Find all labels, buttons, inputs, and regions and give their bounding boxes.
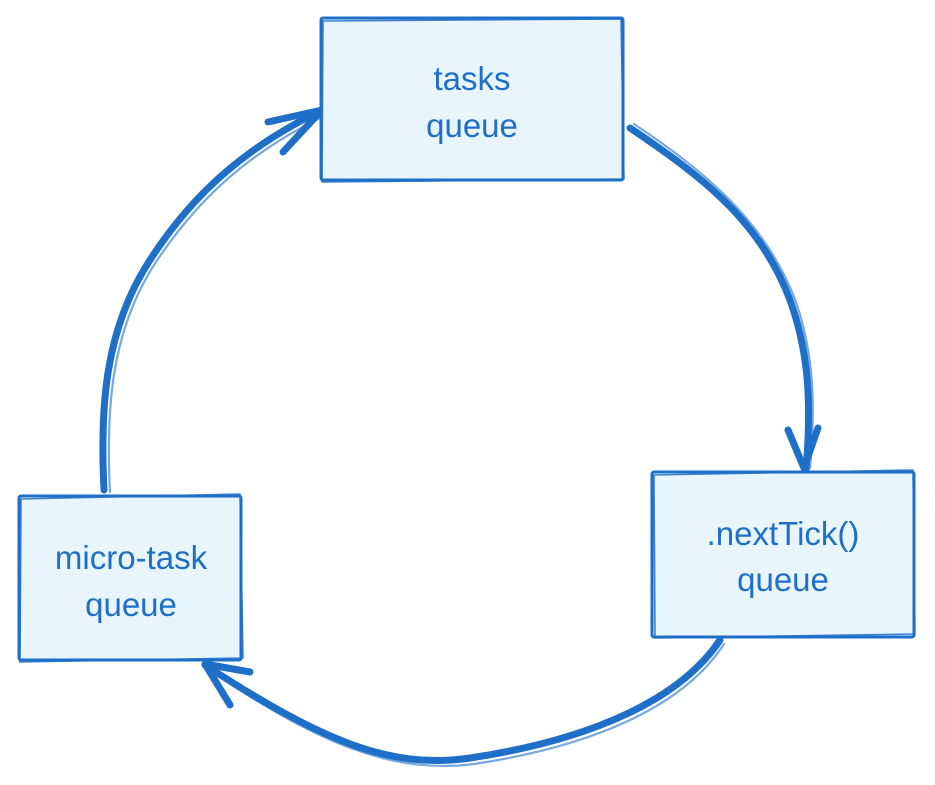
arrowhead-left-icon <box>201 660 254 709</box>
edge-tasks-to-nexttick <box>626 122 822 474</box>
node-microtask-queue-line2: queue <box>85 586 177 623</box>
edge-microtask-to-tasks <box>99 106 326 494</box>
node-tasks-queue: tasks queue <box>319 16 625 183</box>
node-tasks-queue-line1: tasks <box>433 60 510 97</box>
node-microtask-queue-line1: micro-task <box>55 539 208 576</box>
arrowhead-down-icon <box>784 424 822 472</box>
edge-nexttick-to-microtask <box>201 636 726 768</box>
node-nexttick-queue-line1: .nextTick() <box>707 515 860 552</box>
node-nexttick-queue-line2: queue <box>737 561 829 598</box>
node-microtask-queue: micro-task queue <box>17 493 244 663</box>
node-tasks-queue-line2: queue <box>426 107 518 144</box>
node-nexttick-queue: .nextTick() queue <box>650 469 916 639</box>
